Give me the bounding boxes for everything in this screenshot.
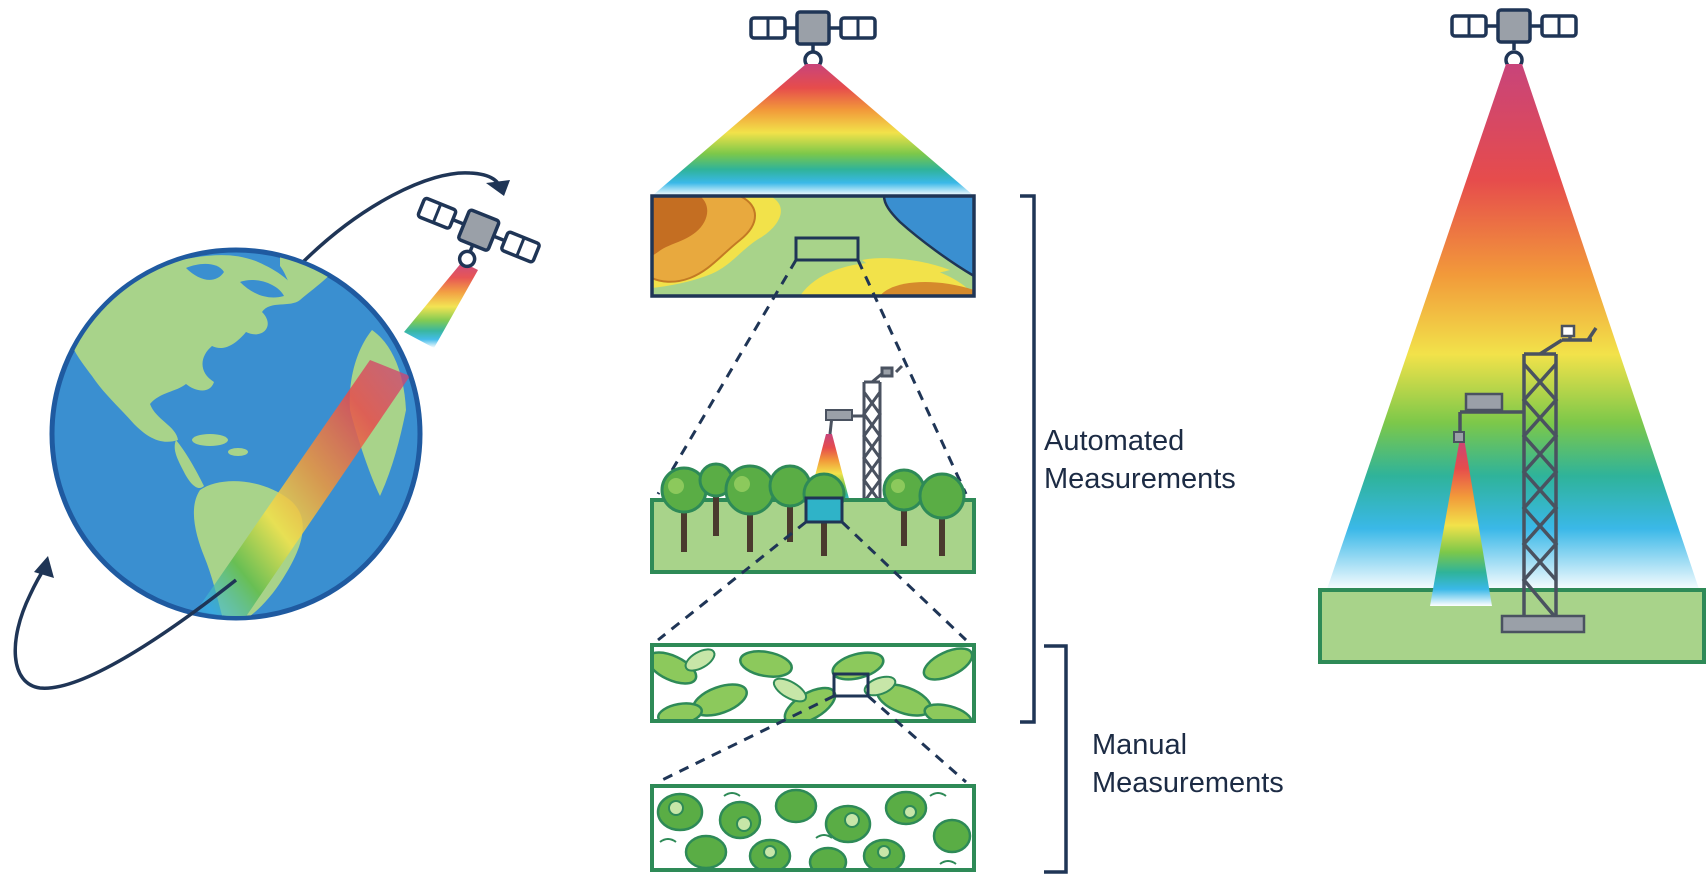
- satellite-icon: [1450, 8, 1578, 70]
- zoom-box: [794, 236, 860, 262]
- manual-bracket: [1044, 644, 1068, 874]
- zoom-box: [804, 496, 844, 524]
- tree-icon: [660, 466, 708, 552]
- flux-tower-icon: [1458, 327, 1598, 620]
- orbit-arrow-head-bottom: [34, 556, 54, 578]
- satellite-beam-right: [1326, 64, 1700, 592]
- tree-icon: [698, 462, 734, 536]
- automated-bracket: [1020, 194, 1036, 724]
- tree-icon: [918, 472, 966, 556]
- automated-measurements-label: Automated Measurements: [1044, 422, 1236, 498]
- tower-beam-panel: [1318, 8, 1706, 664]
- satellite-swath: [190, 360, 410, 616]
- satellite-beam-left: [404, 262, 478, 348]
- leaf-pattern: [652, 647, 974, 721]
- globe-panel: [13, 171, 541, 690]
- manual-label-line1: Manual: [1092, 729, 1188, 761]
- manual-label-line2: Measurements: [1092, 767, 1284, 799]
- satellite-icon: [749, 10, 877, 70]
- tower-sensor-beam: [1430, 438, 1492, 606]
- cell-panel: [650, 784, 976, 872]
- zoom-lines-1: [656, 259, 968, 495]
- orbit-arc-top: [298, 171, 502, 267]
- satellite-beam-mid: [652, 64, 974, 196]
- tree-row: [660, 462, 966, 556]
- scale-column: [650, 10, 1068, 874]
- landscape-map-panel: [650, 194, 976, 298]
- orbit-arrow-head-top: [486, 180, 510, 196]
- cell-pattern: [656, 788, 972, 870]
- zoom-lines-2: [657, 520, 968, 642]
- zoom-box: [832, 672, 870, 698]
- tree-icon: [768, 464, 812, 542]
- forest-panel: [650, 364, 976, 574]
- continents: [70, 252, 410, 616]
- satellite-icon: [416, 196, 541, 269]
- automated-label-line2: Measurements: [1044, 463, 1236, 495]
- leaf-panel: [650, 643, 976, 723]
- tree-icon: [882, 468, 926, 546]
- automated-label-line1: Automated: [1044, 425, 1185, 457]
- orbit-arc-bottom: [13, 565, 238, 690]
- manual-measurements-label: Manual Measurements: [1092, 726, 1284, 802]
- zoom-lines-3: [657, 694, 967, 784]
